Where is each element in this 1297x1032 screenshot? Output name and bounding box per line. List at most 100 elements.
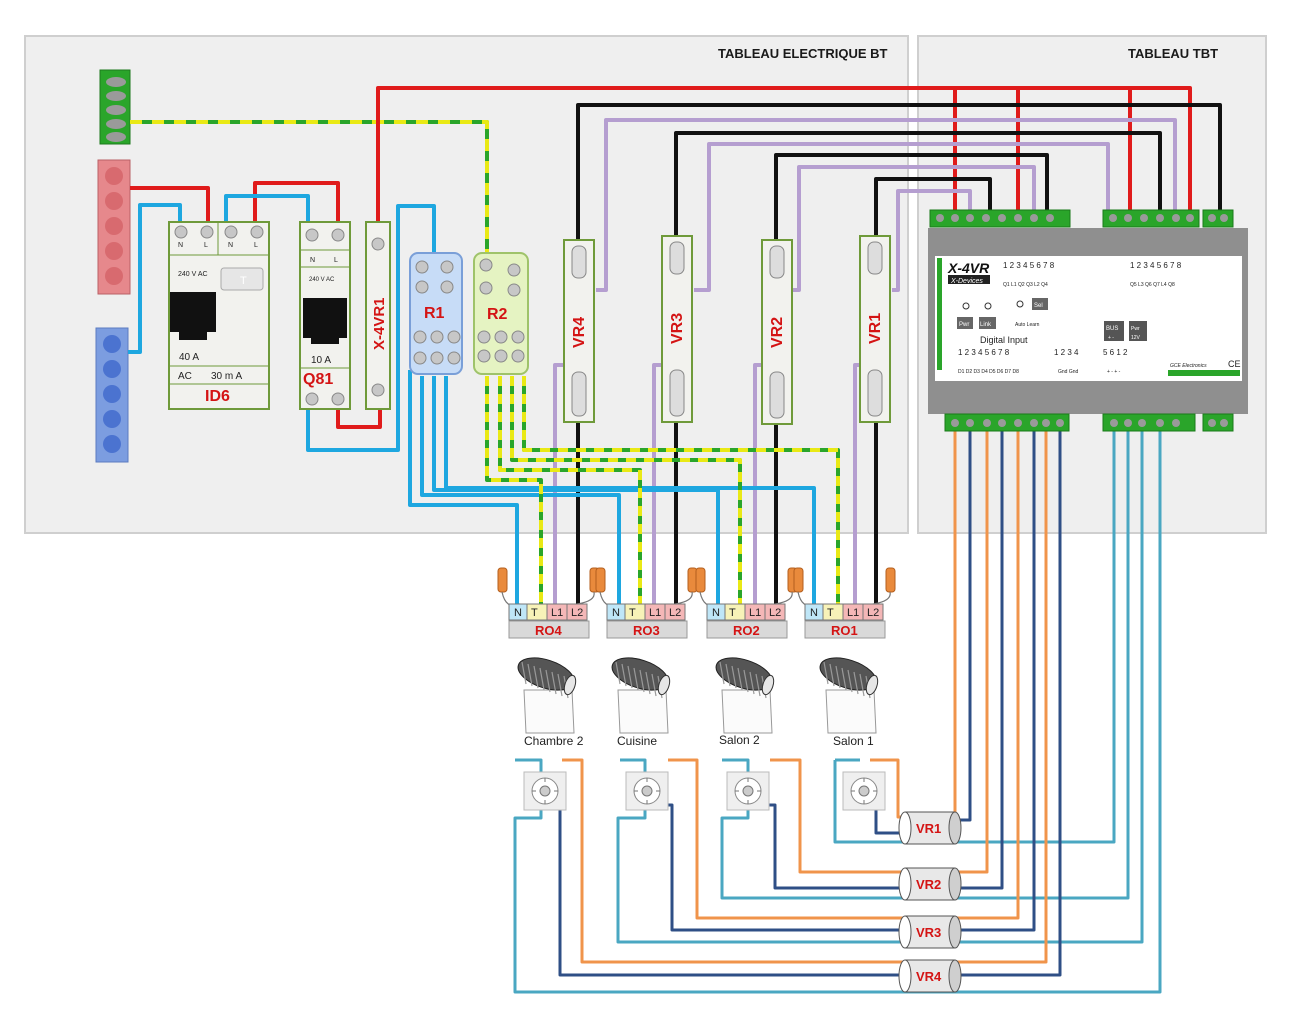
q81-voltage: 240 V AC <box>309 277 335 283</box>
connector-ro3-term-t: T <box>629 607 636 619</box>
connector-ro3-term-n: N <box>612 607 620 619</box>
module-top-labels-a: Q1 L1 Q2 Q3 L2 Q4 <box>1003 282 1048 288</box>
module-title: X-4VR <box>947 260 990 276</box>
breaker-q81: N L 240 V AC 10 A Q81 <box>299 221 351 410</box>
junction-vr1-label: VR1 <box>916 821 941 836</box>
id6-term-n1: N <box>178 242 183 249</box>
live-bar <box>97 159 131 295</box>
shutter-icons <box>517 657 879 734</box>
connector-ro1-term-n: N <box>810 607 818 619</box>
room-label-chambre-2: Chambre 2 <box>524 734 584 748</box>
module-gnd-labels: Gnd Gnd <box>1058 369 1079 375</box>
module-gnd-numbers: 1 2 3 4 <box>1054 348 1079 357</box>
connector-ro4-term-l2: L2 <box>571 607 583 619</box>
junction-vr2-label: VR2 <box>916 877 941 892</box>
module-bus-numbers: 5 6 1 2 <box>1103 348 1128 357</box>
module-pwr-box: Pwr <box>1131 326 1140 332</box>
wall-switch <box>842 771 886 811</box>
x4vr1-label: X-4VR1 <box>371 297 388 350</box>
room-label-salon-1: Salon 1 <box>833 734 874 748</box>
connector-ro2-term-t: T <box>729 607 736 619</box>
module-bus-box: BUS <box>1106 326 1118 332</box>
wall-switch <box>523 771 567 811</box>
earth-bar <box>99 69 131 145</box>
r2-block: R2 <box>473 252 529 375</box>
module-link-led: Link <box>980 322 992 328</box>
module-brand: X-Devices <box>950 278 983 285</box>
wall-switch <box>625 771 669 811</box>
x4vr-module: X-4VR X-Devices 1 2 3 4 5 6 7 8 1 2 3 4 … <box>928 209 1248 432</box>
id6-term-l1: L <box>204 242 208 249</box>
panel-tbt-title: TABLEAU TBT <box>1128 46 1218 61</box>
connector-ro4-term-l1: L1 <box>551 607 563 619</box>
vr2-label: VR2 <box>769 317 786 348</box>
module-top-numbers-a: 1 2 3 4 5 6 7 8 <box>1003 261 1055 270</box>
connector-ro2-term-l1: L1 <box>749 607 761 619</box>
shutter-icon <box>819 657 879 734</box>
wall-switches <box>523 771 886 811</box>
junction-vr1: VR1 <box>898 811 962 845</box>
connector-ro1-term-l1: L1 <box>847 607 859 619</box>
module-pwr-volt: 12V <box>1131 335 1141 341</box>
connector-ro1-label: RO1 <box>831 623 858 638</box>
vr3-strip: VR3 <box>661 235 693 423</box>
module-maker: GCE Electronics <box>1170 363 1207 369</box>
module-bus-sign: + - <box>1108 335 1114 341</box>
junction-vr2: VR2 <box>898 867 962 901</box>
id6-voltage: 240 V AC <box>178 271 208 278</box>
panel-bt-title: TABLEAU ELECTRIQUE BT <box>718 46 888 61</box>
junction-vr4: VR4 <box>898 959 962 993</box>
wires-230v <box>128 86 1222 606</box>
wall-switch <box>726 771 770 811</box>
q81-rating: 10 A <box>311 355 331 366</box>
module-top-labels-b: Q5 L3 Q6 Q7 L4 Q8 <box>1130 282 1175 288</box>
vr1-strip: VR1 <box>859 235 891 423</box>
module-sel-button: Sel <box>1034 303 1043 309</box>
vr4-strip: VR4 <box>563 239 595 423</box>
module-din-labels: D1 D2 D3 D4 D5 D6 D7 D8 <box>958 369 1019 375</box>
id6-sensitivity: 30 m A <box>211 371 242 382</box>
vr1-label: VR1 <box>867 313 884 344</box>
connector-ro3-label: RO3 <box>633 623 660 638</box>
id6-term-l2: L <box>254 242 258 249</box>
id6-name: ID6 <box>205 388 230 405</box>
connector-ro3-term-l2: L2 <box>669 607 681 619</box>
id6-term-n2: N <box>228 242 233 249</box>
id6-rating: 40 A <box>179 352 199 363</box>
module-top-numbers-b: 1 2 3 4 5 6 7 8 <box>1130 261 1182 270</box>
module-terminals <box>936 214 1228 427</box>
r1-block: R1 <box>409 252 463 375</box>
breaker-id6: N L N L 240 V AC T 40 A AC 30 m A ID6 <box>168 221 270 410</box>
q81-term-l: L <box>334 257 338 264</box>
room-label-salon-2: Salon 2 <box>719 733 760 747</box>
module-ce: CE <box>1228 359 1241 369</box>
vr4-label: VR4 <box>571 317 588 348</box>
connector-ro4-term-n: N <box>514 607 522 619</box>
module-bus-labels: + - + - <box>1107 369 1121 375</box>
connector-ro1-term-l2: L2 <box>867 607 879 619</box>
vr3-label: VR3 <box>669 313 686 344</box>
module-pwr-led: Pwr <box>959 322 969 328</box>
module-auto-learn: Auto Learn <box>1015 322 1040 328</box>
r1-label: R1 <box>424 305 445 322</box>
shutter-icon <box>517 657 577 734</box>
room-label-cuisine: Cuisine <box>617 734 657 748</box>
neutral-bar <box>95 327 129 463</box>
id6-test-button: T <box>240 275 247 287</box>
junction-vr3-label: VR3 <box>916 925 941 940</box>
r2-label: R2 <box>487 306 508 323</box>
connector-ro4-label: RO4 <box>535 623 563 638</box>
module-din-numbers: 1 2 3 4 5 6 7 8 <box>958 348 1010 357</box>
connector-ro3-term-l1: L1 <box>649 607 661 619</box>
id6-type: AC <box>178 371 192 382</box>
connector-ro2-label: RO2 <box>733 623 760 638</box>
q81-name: Q81 <box>303 371 333 388</box>
x4vr1-strip: X-4VR1 <box>365 221 391 410</box>
module-digital-input: Digital Input <box>980 335 1028 345</box>
